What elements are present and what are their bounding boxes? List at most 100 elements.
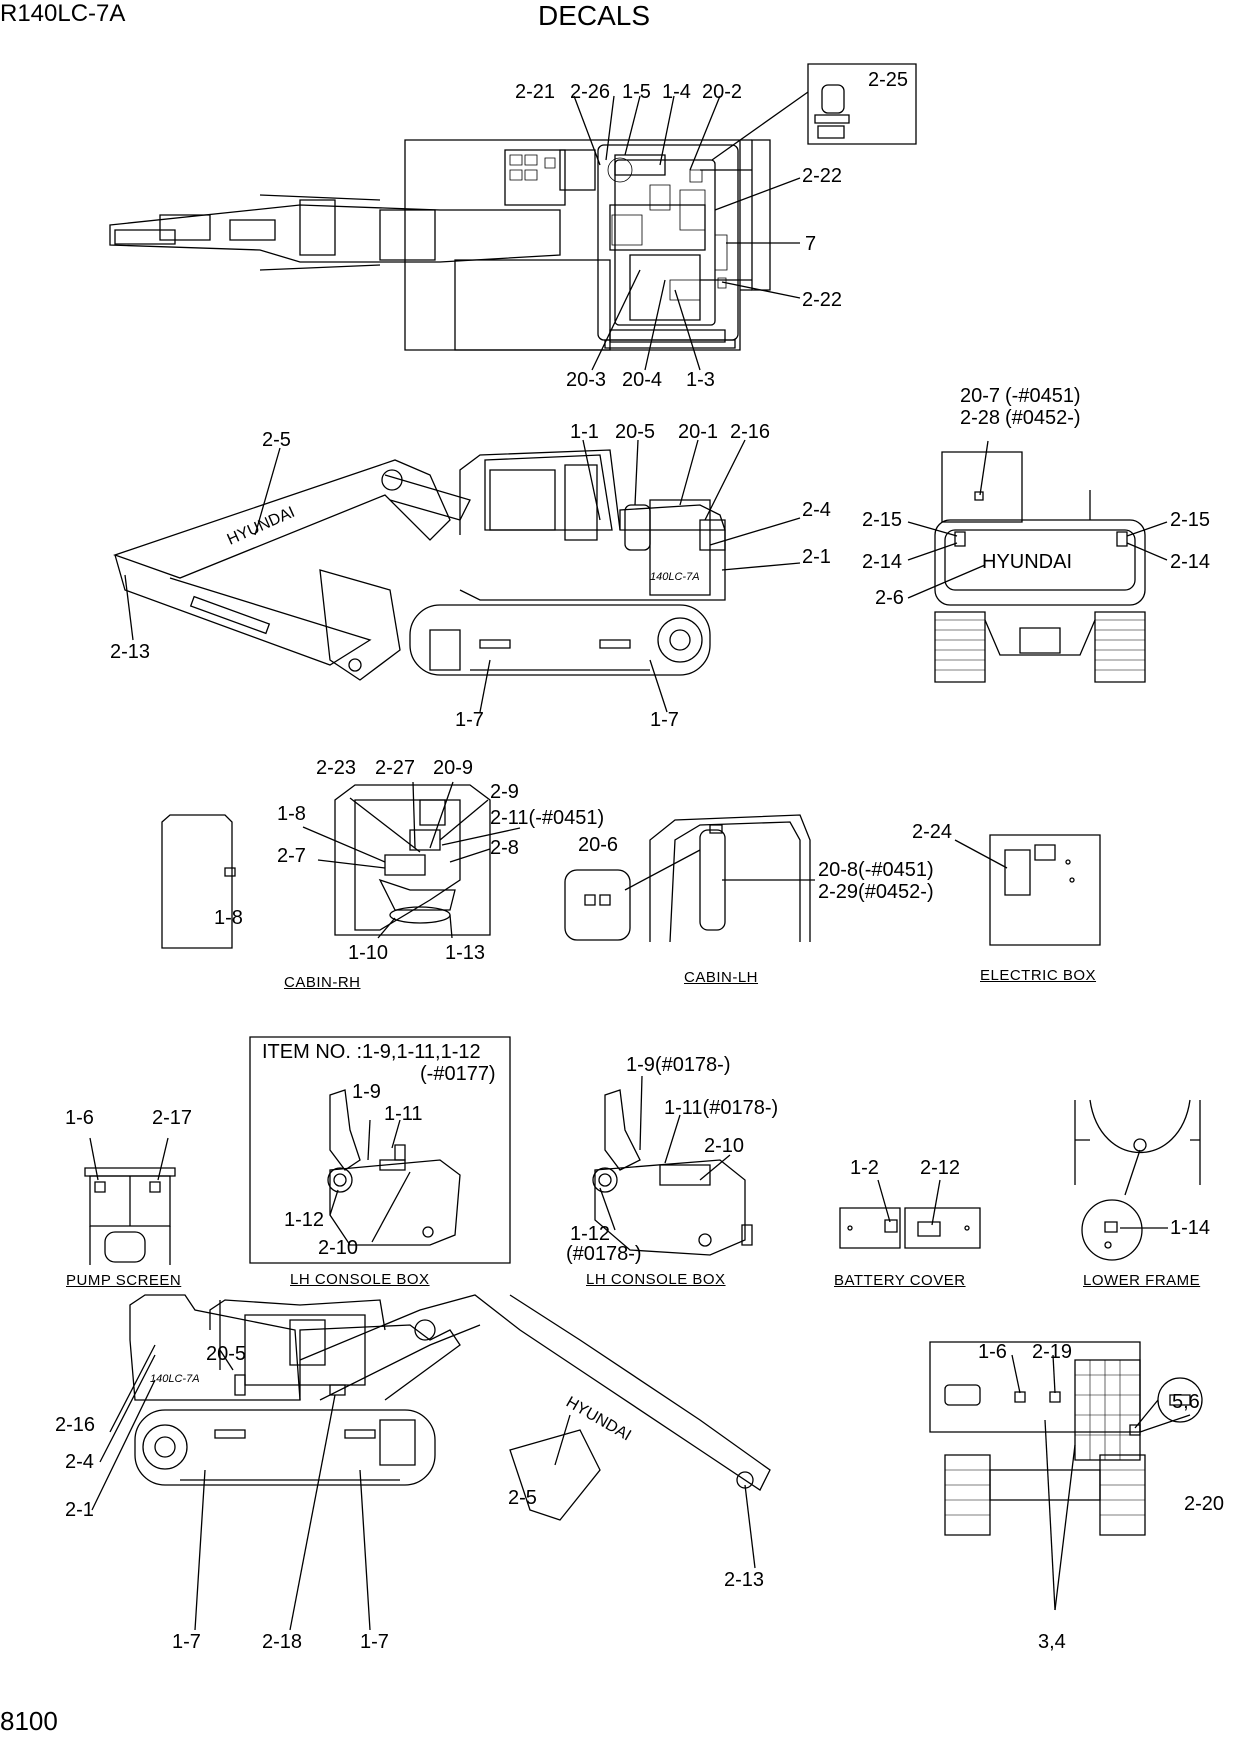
battery-cover-drawing: [840, 1180, 980, 1248]
label-2-20: 2-20: [1184, 1493, 1225, 1515]
label-2-8: 2-8: [490, 837, 519, 859]
model-title: R140LC-7A: [0, 0, 126, 27]
page-number: 8100: [0, 1706, 58, 1736]
caption-lower-frame: LOWER FRAME: [1083, 1272, 1201, 1289]
label-1-14: 1-14: [1170, 1217, 1211, 1239]
label-2-15-left: 2-15: [862, 509, 903, 531]
label-1-6-pump: 1-6: [65, 1107, 94, 1129]
label-1-6-front: 1-6: [978, 1341, 1007, 1363]
left-view-drawing: [92, 1295, 770, 1630]
cabin-rh-drawing: [162, 782, 520, 948]
label-1-8-b: 1-8: [214, 907, 243, 929]
label-1-7-left-a: 1-7: [172, 1631, 201, 1653]
label-20-5-side: 20-5: [615, 421, 656, 443]
caption-cabin-rh: CABIN-RH: [284, 974, 361, 991]
label-2-5-side: 2-5: [262, 429, 291, 451]
label-1-4: 1-4: [662, 81, 691, 103]
label-2-13-left: 2-13: [724, 1569, 765, 1591]
rear-view-drawing: [908, 441, 1167, 682]
lower-frame-drawing: [1075, 1100, 1200, 1260]
label-20-1: 20-1: [678, 421, 719, 443]
label-2-21: 2-21: [515, 81, 556, 103]
label-20-7-note: (-#0451): [1005, 385, 1081, 407]
pump-screen-drawing: [85, 1138, 175, 1265]
label-2-9: 2-9: [490, 781, 519, 803]
top-view-drawing: [110, 64, 916, 370]
label-2-13-side: 2-13: [110, 641, 151, 663]
label-1-3: 1-3: [686, 369, 715, 391]
label-2-12: 2-12: [920, 1157, 961, 1179]
label-2-4-side: 2-4: [802, 499, 831, 521]
label-20-6: 20-6: [578, 834, 619, 856]
label-2-28-note: (#0452-): [1005, 407, 1081, 429]
caption-lh-console-b: LH CONSOLE BOX: [586, 1271, 726, 1288]
label-20-5-left: 20-5: [206, 1343, 247, 1365]
label-1-9-b: 1-9(#0178-): [626, 1054, 731, 1076]
left-boom-brand: HYUNDAI: [563, 1394, 634, 1445]
label-2-27: 2-27: [375, 757, 416, 779]
label-1-12-a: 1-12: [284, 1209, 325, 1231]
label-2-10-a: 2-10: [318, 1237, 359, 1259]
label-1-7-side-b: 1-7: [650, 709, 679, 731]
label-20-9: 20-9: [433, 757, 474, 779]
label-20-3: 20-3: [566, 369, 607, 391]
label-1-12-b: 1-12: [570, 1223, 611, 1245]
label-1-13: 1-13: [445, 942, 486, 964]
left-model-badge: 140LC-7A: [150, 1373, 200, 1385]
caption-lh-console-a: LH CONSOLE BOX: [290, 1271, 430, 1288]
label-2-28: 2-28: [960, 407, 1001, 429]
label-20-4: 20-4: [622, 369, 663, 391]
caption-electric-box: ELECTRIC BOX: [980, 967, 1097, 984]
side-boom-brand: HYUNDAI: [225, 504, 298, 549]
label-3-4: 3,4: [1038, 1631, 1066, 1653]
label-item-note: (-#0177): [420, 1063, 496, 1085]
label-2-23: 2-23: [316, 757, 357, 779]
label-2-14-left: 2-14: [862, 551, 903, 573]
lh-console-a-drawing: [250, 1037, 510, 1263]
electric-box-drawing: [955, 835, 1100, 945]
caption-battery-cover: BATTERY COVER: [834, 1272, 966, 1289]
label-1-1: 1-1: [570, 421, 599, 443]
label-2-1-side: 2-1: [802, 546, 831, 568]
caption-pump-screen: PUMP SCREEN: [66, 1272, 182, 1289]
label-2-25: 2-25: [868, 69, 909, 91]
label-1-12-b-note: (#0178-): [566, 1243, 642, 1265]
label-1-7-side-a: 1-7: [455, 709, 484, 731]
label-1-8-a: 1-8: [277, 803, 306, 825]
page-title: DECALS: [538, 0, 651, 31]
label-2-18: 2-18: [262, 1631, 303, 1653]
label-1-9-a: 1-9: [352, 1081, 381, 1103]
label-1-10: 1-10: [348, 942, 389, 964]
side-model-badge: 140LC-7A: [650, 571, 700, 583]
label-2-17: 2-17: [152, 1107, 193, 1129]
rear-brand: HYUNDAI: [982, 551, 1072, 573]
label-2-26: 2-26: [570, 81, 611, 103]
cabin-lh-drawing: [565, 815, 815, 942]
label-7: 7: [805, 233, 817, 255]
label-2-5-left: 2-5: [508, 1487, 537, 1509]
label-2-10-b: 2-10: [704, 1135, 745, 1157]
label-2-7: 2-7: [277, 845, 306, 867]
label-1-2: 1-2: [850, 1157, 879, 1179]
label-2-6: 2-6: [875, 587, 904, 609]
label-2-16-left: 2-16: [55, 1414, 96, 1436]
label-2-14-right: 2-14: [1170, 551, 1211, 573]
label-2-4-left: 2-4: [65, 1451, 94, 1473]
label-20-8: 20-8(-#0451): [818, 859, 934, 881]
label-item-no: ITEM NO. :1-9,1-11,1-12: [262, 1041, 481, 1063]
label-2-11: 2-11(-#0451): [490, 807, 605, 829]
label-2-19: 2-19: [1032, 1341, 1073, 1363]
label-2-16-side: 2-16: [730, 421, 771, 443]
label-2-22-bottom: 2-22: [802, 289, 843, 311]
label-20-2: 20-2: [702, 81, 743, 103]
label-1-11-a: 1-11: [384, 1103, 423, 1125]
label-2-15-right: 2-15: [1170, 509, 1211, 531]
front-view-drawing: [930, 1342, 1202, 1610]
label-2-22-top: 2-22: [802, 165, 843, 187]
caption-cabin-lh: CABIN-LH: [684, 969, 759, 986]
label-5-6: 5,6: [1172, 1391, 1200, 1413]
side-view-drawing: [115, 440, 800, 712]
label-1-7-left-b: 1-7: [360, 1631, 389, 1653]
label-1-11-b: 1-11(#0178-): [664, 1097, 779, 1119]
